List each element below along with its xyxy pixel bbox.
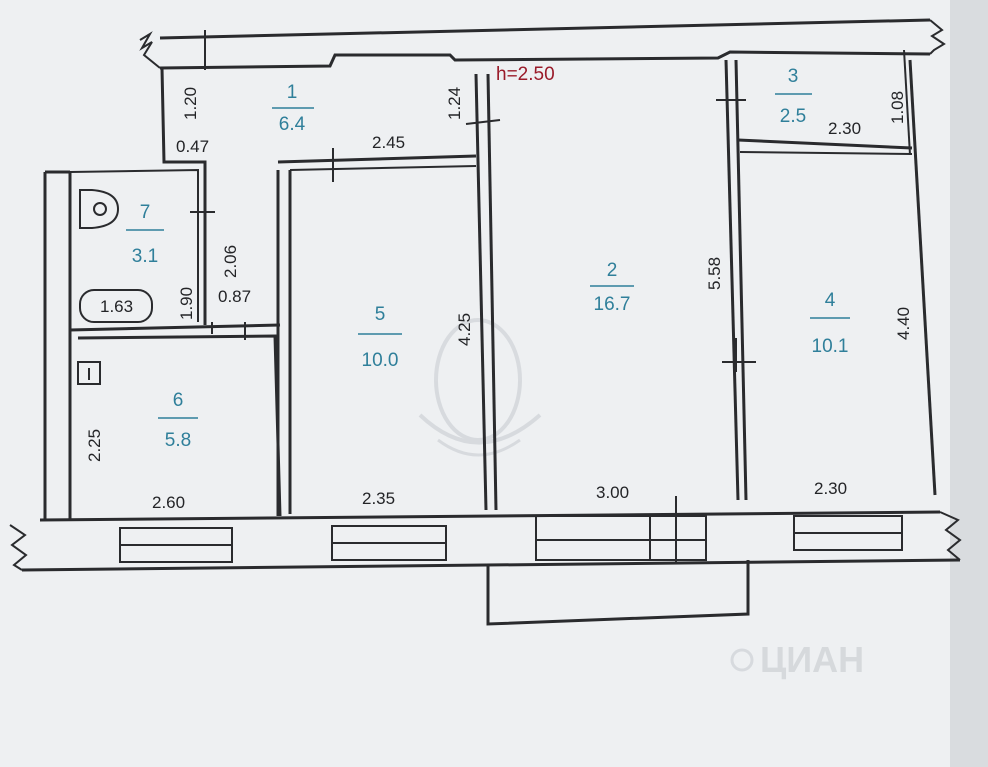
window-1 [119, 527, 233, 563]
ceiling-height: h=2.50 [496, 64, 555, 85]
room-2-number: 2 [607, 260, 618, 281]
dim-1-63: 1.63 [100, 297, 133, 316]
room-2-area: 16.7 [594, 294, 631, 315]
room-7-area: 3.1 [132, 246, 158, 267]
dim-2-30-bottom: 2.30 [814, 479, 847, 498]
room-6-label: 6 5.8 [158, 390, 198, 451]
dim-2-25: 2.25 [85, 429, 104, 462]
room-6-walls [77, 334, 282, 517]
room-4-number: 4 [825, 290, 836, 311]
dim-0-87: 0.87 [218, 287, 251, 306]
dim-1-24: 1.24 [445, 87, 464, 120]
dim-1-20: 1.20 [181, 87, 200, 120]
watermark-logo: ЦИАН [418, 318, 864, 680]
room-4-walls [737, 49, 913, 156]
room-3-area: 2.5 [780, 106, 806, 127]
dim-2-06: 2.06 [221, 245, 240, 278]
bathtub-fixture [79, 289, 153, 323]
dim-0-47: 0.47 [176, 137, 209, 156]
room-7-number: 7 [140, 202, 151, 223]
right-wall [908, 59, 937, 496]
dim-3-00: 3.00 [596, 483, 629, 502]
toilet-fixture [79, 189, 120, 229]
exterior-bottom-wall [9, 510, 962, 572]
room-5-walls [276, 148, 477, 516]
dim-2-30-top: 2.30 [828, 119, 861, 138]
room-5-area: 10.0 [362, 350, 399, 371]
dim-1-90: 1.90 [177, 287, 196, 320]
room-4-area: 10.1 [812, 336, 849, 357]
room-7-walls [69, 67, 281, 340]
page-edge [950, 0, 988, 767]
room-2-label: 2 16.7 [590, 260, 634, 315]
room-1-number: 1 [287, 82, 298, 103]
room-3-number: 3 [788, 66, 799, 87]
room-7-label: 7 3.1 [126, 202, 164, 267]
room-3-label: 3 2.5 [775, 66, 812, 127]
dim-4-40: 4.40 [894, 307, 913, 340]
room-2-walls [465, 59, 756, 511]
room-4-label: 4 10.1 [810, 290, 850, 357]
window-4 [793, 515, 903, 551]
sink-fixture [77, 361, 101, 385]
dim-2-60: 2.60 [152, 493, 185, 512]
room-6-area: 5.8 [165, 430, 191, 451]
balcony [486, 560, 750, 626]
balcony-door [535, 496, 707, 564]
room-1-label: 1 6.4 [272, 82, 314, 135]
dim-1-08: 1.08 [888, 91, 907, 124]
watermark-text: ЦИАН [760, 639, 864, 680]
dim-4-25: 4.25 [455, 313, 474, 346]
room-5-number: 5 [375, 304, 386, 325]
room-6-number: 6 [173, 390, 184, 411]
exterior-top-wall [139, 18, 946, 70]
room-1-area: 6.4 [279, 114, 306, 135]
dim-5-58: 5.58 [705, 257, 724, 290]
dim-2-35: 2.35 [362, 489, 395, 508]
window-2 [331, 525, 447, 561]
dim-2-45: 2.45 [372, 133, 405, 152]
room-5-label: 5 10.0 [358, 304, 402, 371]
